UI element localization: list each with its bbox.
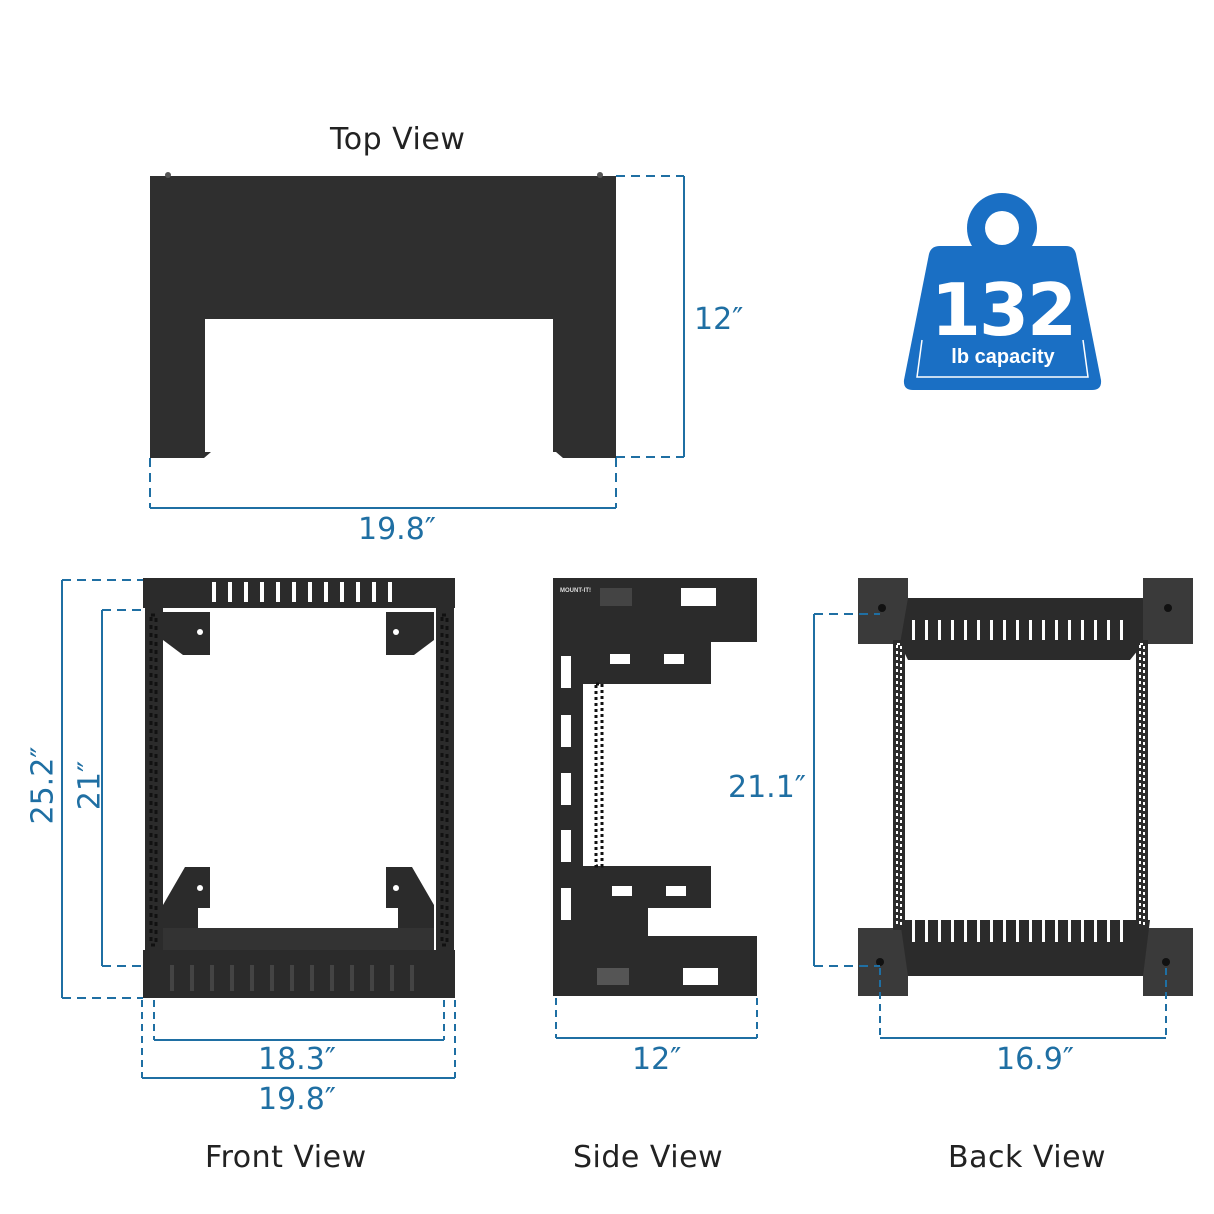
back-hole-width-dimension: 16.9″ <box>996 1042 1075 1077</box>
top-view-depth-dimension: 12″ <box>694 302 744 337</box>
top-view-title: Top View <box>330 122 466 157</box>
side-depth-dimension: 12″ <box>632 1042 682 1077</box>
top-view-width-dimension: 19.8″ <box>358 512 437 547</box>
capacity-unit: lb capacity <box>951 346 1055 368</box>
back-hole-height-dimension: 21.1″ <box>728 770 807 805</box>
capacity-badge: 132 <box>905 268 1101 352</box>
capacity-value: 132 <box>930 268 1077 352</box>
back-view-rack <box>858 578 1193 996</box>
side-view-rack <box>553 578 757 996</box>
back-view-title: Back View <box>948 1140 1107 1175</box>
brand-logo: MOUNT-IT! <box>560 588 591 594</box>
weight-icon <box>903 193 1102 390</box>
front-rail-width-dimension: 18.3″ <box>258 1042 337 1077</box>
side-view-title: Side View <box>573 1140 724 1175</box>
front-rail-height-dimension: 21″ <box>72 760 108 811</box>
front-total-height-dimension: 25.2″ <box>25 746 61 825</box>
front-view-title: Front View <box>205 1140 367 1175</box>
top-view-plate <box>150 172 616 458</box>
front-total-width-dimension: 19.8″ <box>258 1082 337 1117</box>
front-view-rack <box>143 578 455 998</box>
